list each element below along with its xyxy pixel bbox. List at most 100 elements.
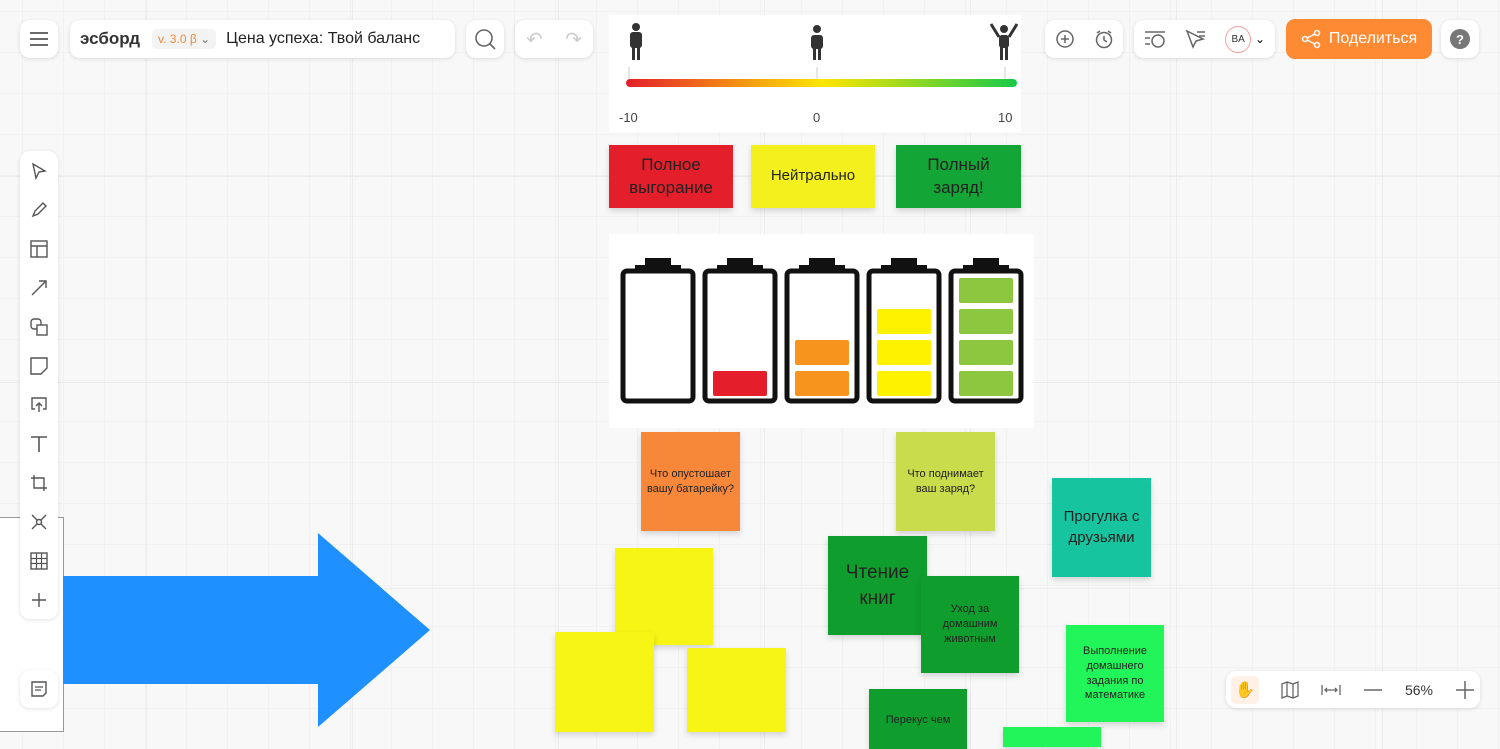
battery-cell [877,371,931,396]
table-tool[interactable] [20,541,58,580]
sticky-pets[interactable]: Уход за домашним животным [921,576,1019,673]
mindmap-icon [31,514,47,529]
sticky-note-icon [30,356,48,375]
upload-icon [31,396,47,412]
happy-person-icon [989,23,1019,60]
frame-tool[interactable] [20,463,58,502]
cursor-follow-icon[interactable] [1185,29,1206,49]
version-dropdown[interactable]: v. 3.0 β ⌄ [152,29,217,49]
notes-icon [31,681,47,697]
crop-frame-icon [31,474,47,491]
scale-max: 10 [998,110,1013,125]
zoom-in-icon[interactable] [1455,680,1475,700]
sticky-homework[interactable]: Выполнение домашнего задания по математи… [1066,625,1164,722]
sticky-drain[interactable]: Что опустошает вашу батарейку? [641,432,740,531]
sticky-charge[interactable]: Что поднимает ваш заряд? [896,432,995,531]
table-icon [30,551,48,570]
text-tool[interactable] [20,424,58,463]
hand-tool-icon[interactable]: ✋ [1231,675,1259,704]
battery-cell [877,340,931,365]
battery-cell [877,309,931,334]
select-tool[interactable] [20,151,58,190]
battery-3 [866,258,942,404]
redo-icon[interactable]: ↷ [565,28,582,51]
hamburger-icon [30,32,48,46]
pen-tool[interactable] [20,190,58,229]
battery-4 [948,258,1024,404]
share-icon [1301,29,1321,49]
version-label: v. 3.0 β [158,32,197,46]
share-label: Поделиться [1328,30,1418,47]
text-icon [31,435,47,452]
zoom-out-icon[interactable] [1363,683,1383,697]
undo-icon[interactable]: ↶ [526,28,543,51]
help-icon: ? [1450,29,1470,49]
connector-tool[interactable] [20,268,58,307]
label-burnout[interactable]: Полное выгорание [609,145,733,208]
actions-group [1045,20,1123,58]
add-comment-icon[interactable] [1055,29,1075,49]
map-icon[interactable] [1281,680,1299,699]
battery-cell [795,371,849,396]
burnout-person-icon [630,23,642,60]
left-toolbar [20,151,58,619]
battery-cell [959,278,1013,303]
help-button[interactable]: ? [1441,20,1479,58]
sticky-snack[interactable]: Перекус чем [869,689,967,749]
batteries-graphic [620,258,1024,404]
more-tools[interactable] [20,580,58,619]
battery-0 [620,258,696,404]
fit-width-icon[interactable] [1321,683,1341,697]
collab-group: BA ⌄ [1134,20,1275,58]
user-avatar[interactable]: BA [1225,25,1251,53]
sticky-reading[interactable]: Чтение книг [828,536,927,635]
chevron-down-icon: ⌄ [200,32,211,46]
upload-tool[interactable] [20,385,58,424]
battery-1 [702,258,778,404]
sticky-green-partial[interactable] [1003,727,1101,747]
scale-graphic [626,23,1019,87]
sticky-tool[interactable] [20,346,58,385]
blue-arrow-shape[interactable] [63,533,431,727]
sticky-yellow-2[interactable] [555,632,654,732]
search-icon [475,29,496,50]
share-button[interactable]: Поделиться [1286,19,1432,59]
neutral-person-icon [811,25,823,60]
chevron-down-icon[interactable]: ⌄ [1254,32,1265,46]
timer-icon[interactable] [1094,29,1114,49]
batteries-image[interactable] [609,234,1034,428]
label-neutral[interactable]: Нейтрально [751,145,875,208]
sticky-walk[interactable]: Прогулка с друзьями [1052,478,1151,577]
sticky-yellow-3[interactable] [687,648,786,732]
arrow-icon [31,279,47,295]
battery-cell [959,371,1013,396]
zoom-panel: ✋ 56% [1226,671,1480,708]
battery-cell [795,340,849,365]
shapes-tool[interactable] [20,307,58,346]
board-title[interactable]: Цена успеха: Твой баланс [226,30,421,47]
menu-button[interactable] [20,20,58,58]
pointer-icon [31,162,48,180]
notes-button[interactable] [20,670,58,708]
shapes-icon [30,317,48,336]
board-title-bar: эсборд v. 3.0 β ⌄ Цена успеха: Твой бала… [70,20,455,58]
zoom-level[interactable]: 56% [1404,681,1433,698]
search-button[interactable] [466,20,504,58]
scale-min: -10 [619,110,638,125]
plus-icon [32,592,46,607]
battery-cell [959,309,1013,334]
sticky-yellow-1[interactable] [615,548,713,645]
mindmap-tool[interactable] [20,502,58,541]
battery-cell [713,371,767,396]
history-group: ↶↷ [515,20,593,58]
mood-scale[interactable]: -10 0 10 [609,15,1021,132]
brand-logo: эсборд [80,29,141,48]
scale-mid: 0 [813,110,821,125]
battery-cell [959,340,1013,365]
layout-icon [30,239,48,258]
label-full-charge[interactable]: Полный заряд! [896,145,1021,208]
template-tool[interactable] [20,229,58,268]
battery-2 [784,258,860,404]
pencil-icon [31,201,47,217]
comments-list-icon[interactable] [1144,30,1165,48]
